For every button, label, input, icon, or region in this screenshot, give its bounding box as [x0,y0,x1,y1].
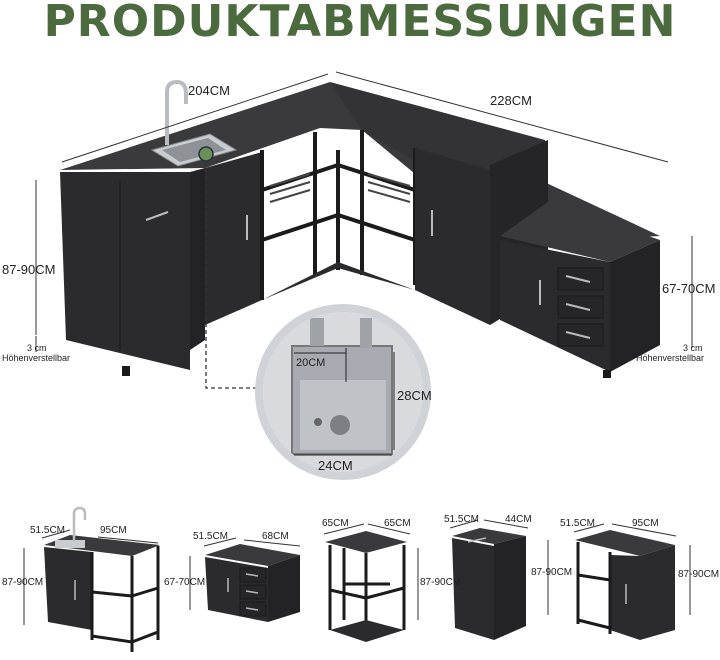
module-3-width-label: 65CM [384,518,411,529]
module-3-height-label: 87-90CM [420,577,462,588]
module-5-depth-label: 51.5CM [560,518,596,529]
sink-width-label: 24CM [318,458,353,473]
module-4-width-label: 44CM [505,514,532,525]
module-2-height-label: 67-70CM [164,577,206,588]
adjust-left-value: 3 cm [27,343,47,353]
module-1-depth-label: 51.5CM [30,525,66,536]
page-title: PRODUKTABMESSUNGEN [43,0,677,47]
width-left-label: 204CM [188,83,230,98]
module-4-narrow-cabinet [452,528,526,640]
module-5-open-cabinet [575,530,675,640]
main-kitchen-island [60,79,660,378]
adjust-left-label: Höhenverstellbar [2,353,71,363]
module-1-sink-unit [44,506,160,652]
module-4-depth-label: 51.5CM [444,514,480,525]
height-right-label: 67-70CM [662,281,716,296]
module-2-depth-label: 51.5CM [193,531,229,542]
module-4-height-label: 87-90CM [531,567,573,578]
module-1-height-label: 87-90CM [2,577,44,588]
module-5-height-label: 87-90CM [678,569,720,580]
width-right-label: 228CM [490,93,532,108]
module-5-width-label: 95CM [632,518,659,529]
adjust-right-label: Höhenverstellbar [636,353,705,363]
module-1-width-label: 95CM [100,525,127,536]
sink-depth-label: 20CM [296,357,326,369]
module-3-corner-shelf [325,531,407,642]
height-left-label: 87-90CM [2,262,56,277]
module-2-width-label: 68CM [262,531,289,542]
module-3-depth-label: 65CM [322,518,349,529]
sink-detail [255,304,431,480]
sink-length-label: 28CM [397,388,432,403]
adjust-right-value: 3 cm [683,343,703,353]
module-2-drawer-unit [205,544,300,622]
